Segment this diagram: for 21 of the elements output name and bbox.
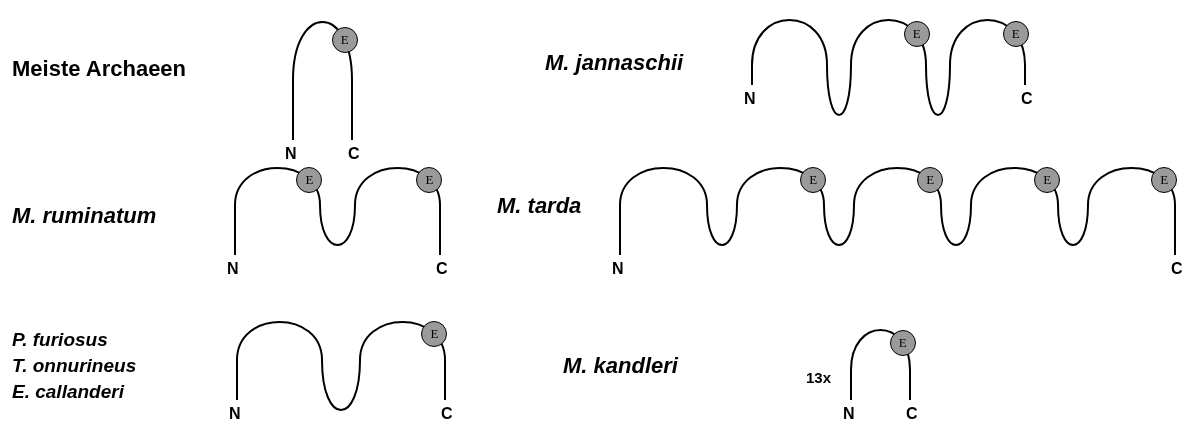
species-name: E. callanderi (12, 382, 124, 401)
terminus-label: N (612, 261, 624, 277)
terminus-label: N (843, 406, 855, 422)
species-name: M. tarda (497, 195, 582, 217)
terminus-label: C (441, 406, 453, 422)
species-name: P. furiosus (12, 330, 108, 349)
terminus-label: N (744, 91, 756, 107)
repeat-count: 13x (806, 370, 832, 385)
species-name: Meiste Archaeen (12, 58, 187, 80)
terminus-label: N (227, 261, 239, 277)
species-name: T. onnurineus (12, 356, 137, 375)
terminus-label: N (229, 406, 241, 422)
terminus-label: C (348, 146, 360, 162)
species-name: M. ruminatum (12, 205, 157, 227)
terminus-label: C (436, 261, 448, 277)
terminus-label: C (1171, 261, 1182, 277)
terminus-label: C (1021, 91, 1033, 107)
terminus-label: C (906, 406, 918, 422)
terminus-label: N (285, 146, 297, 162)
species-name: M. jannaschii (545, 52, 684, 74)
species-name: M. kandleri (563, 355, 678, 377)
